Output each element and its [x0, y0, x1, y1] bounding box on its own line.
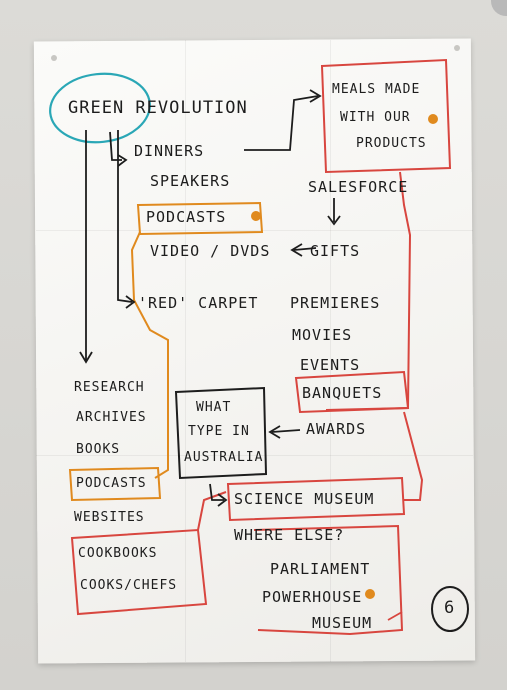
orange-dot: [428, 114, 438, 124]
note-powerhouse: POWERHOUSE: [262, 588, 363, 606]
arrow-line: [117, 130, 133, 303]
orange-dot: [251, 211, 261, 221]
page-number-circle: [431, 586, 469, 632]
note-websites: WEBSITES: [74, 510, 145, 525]
meals-box: [320, 58, 452, 174]
paper-fold-line: [330, 40, 331, 662]
note-movies: MOVIES: [292, 326, 353, 344]
science-box: [226, 476, 406, 522]
note-salesforce: SALESFORCE: [308, 178, 409, 196]
podcasts-box: [136, 201, 264, 236]
arrow-head: [309, 89, 322, 103]
arrow-head: [125, 295, 136, 309]
note-video-dvds: VIDEO / DVDS: [150, 242, 271, 260]
where-box: [253, 524, 404, 636]
arrow-head: [327, 215, 341, 226]
note-dinners: DINNERS: [134, 142, 205, 160]
note-research: RESEARCH: [74, 380, 145, 395]
note-premieres: PREMIERES: [290, 294, 381, 312]
note-awards: AWARDS: [306, 420, 367, 438]
paper-fold-line: [36, 455, 473, 456]
note-where-else: WHERE ELSE?: [234, 526, 345, 544]
note-with-our: WITH OUR: [340, 110, 411, 125]
arrow-head: [290, 243, 303, 257]
arrow-line: [293, 247, 317, 251]
note-type-in: TYPE IN: [188, 424, 250, 439]
note-speakers: SPEAKERS: [150, 172, 231, 190]
note-products: PRODUCTS: [356, 136, 427, 151]
note-green-revolution: GREEN REVOLUTION: [68, 98, 248, 118]
arrow-head: [268, 425, 281, 439]
arrow-line: [209, 483, 224, 501]
note-science-museum: SCIENCE MUSEUM: [234, 490, 375, 508]
paper-fold-line: [36, 230, 473, 231]
note-banquets: BANQUETS: [302, 384, 383, 402]
cookbooks-box: [70, 528, 208, 616]
note-archives: ARCHIVES: [76, 410, 147, 425]
note-cookbooks: COOKBOOKS: [78, 546, 158, 561]
arrow-line: [271, 429, 301, 433]
arrow-line: [387, 611, 403, 621]
red-outline: [403, 411, 424, 501]
orange-connector: [130, 231, 169, 479]
page-number: 6: [444, 598, 456, 618]
pin-hole: [51, 55, 57, 61]
note-museum: MUSEUM: [312, 614, 373, 632]
note-what: WHAT: [196, 400, 232, 415]
note-podcasts-left: PODCASTS: [76, 476, 147, 491]
arrow-head: [117, 154, 128, 167]
banquets-box: [294, 370, 410, 414]
note-red-carpet: 'RED' CARPET: [138, 294, 259, 312]
note-parliament: PARLIAMENT: [270, 560, 371, 578]
pin-hole: [454, 45, 460, 51]
podcasts-left-box: [68, 466, 162, 502]
teal-circle: [49, 72, 151, 144]
note-gifts: GIFTS: [310, 242, 361, 260]
paper-fold-line: [185, 40, 186, 662]
note-books: BOOKS: [76, 442, 121, 457]
arrow-head: [217, 493, 228, 507]
note-cooks-chefs: COOKS/CHEFS: [80, 578, 178, 593]
note-events: EVENTS: [300, 356, 361, 374]
note-meals-made: MEALS MADE: [332, 82, 421, 97]
corner-shape: [491, 0, 507, 16]
orange-dot: [365, 589, 375, 599]
arrow-head: [79, 351, 93, 364]
what-type-box: [174, 386, 268, 480]
note-australia: AUSTRALIA: [184, 450, 264, 465]
arrow-line: [244, 95, 319, 151]
note-podcasts: PODCASTS: [146, 208, 227, 226]
